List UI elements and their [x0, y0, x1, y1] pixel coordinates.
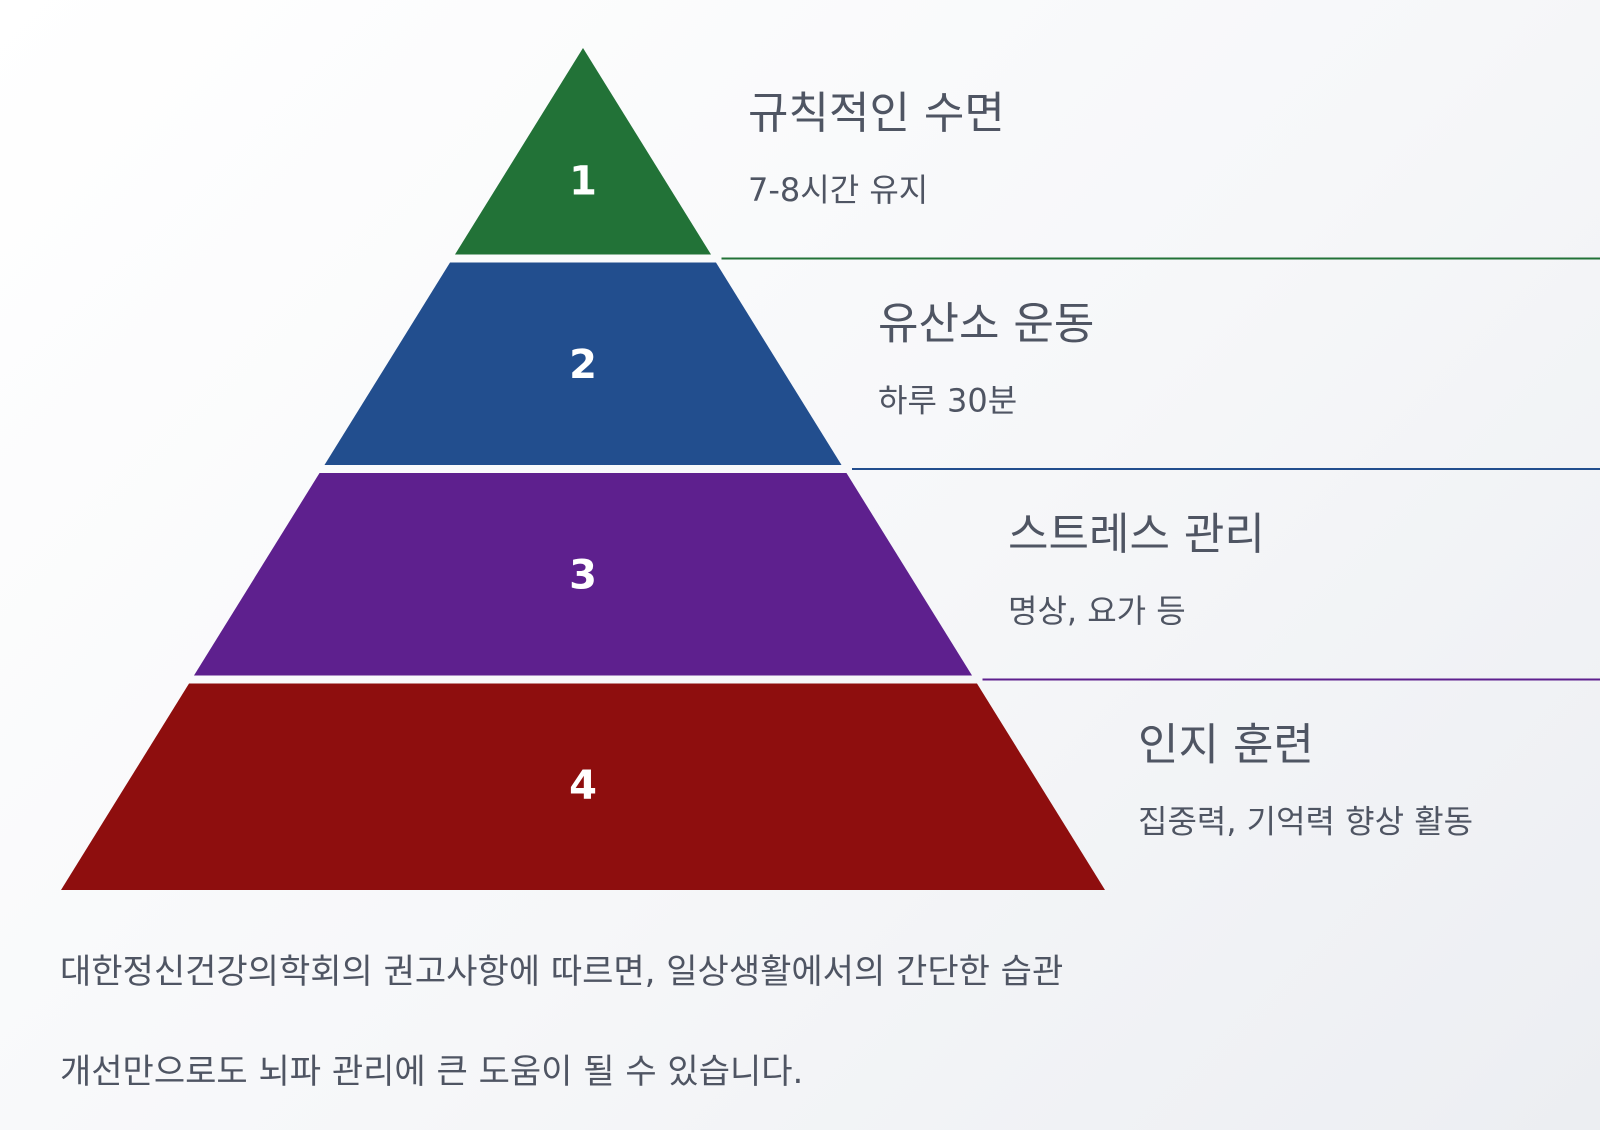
pyramid-tier-4 [61, 683, 1105, 890]
tier-number-1: 1 [569, 159, 597, 205]
tier-subtitle-1: 7-8시간 유지 [748, 171, 928, 209]
tier-number-3: 3 [569, 552, 597, 598]
tier-number-2: 2 [569, 342, 597, 388]
tier-title-2: 유산소 운동 [878, 299, 1094, 350]
tier-title-3: 스트레스 관리 [1008, 509, 1265, 560]
tier-subtitle-3: 명상, 요가 등 [1008, 592, 1186, 630]
tier-number-4: 4 [569, 763, 597, 809]
tier-subtitle-4: 집중력, 기억력 향상 활동 [1138, 803, 1473, 841]
pyramid-tier-3 [193, 473, 973, 676]
caption-line-1: 대한정신건강의학회의 권고사항에 따르면, 일상생활에서의 간단한 습관 [60, 952, 1064, 992]
pyramid-tier-2 [324, 262, 842, 465]
caption-line-2: 개선만으로도 뇌파 관리에 큰 도움이 될 수 있습니다. [60, 1052, 804, 1092]
tier-title-4: 인지 훈련 [1138, 720, 1314, 771]
pyramid-tier-1 [454, 48, 712, 255]
tier-subtitle-2: 하루 30분 [878, 382, 1017, 420]
tier-title-1: 규칙적인 수면 [748, 88, 1005, 139]
